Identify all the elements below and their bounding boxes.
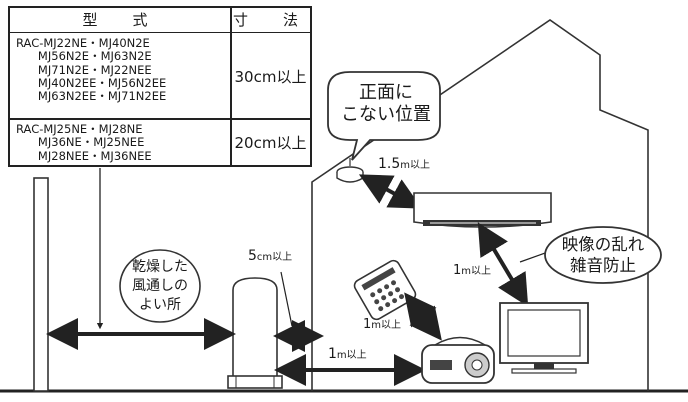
distance-label-radio: 1m以上 <box>328 346 367 362</box>
table-header <box>10 8 310 33</box>
distance-arrow-remote <box>404 292 442 341</box>
distance-value: 1 <box>453 263 462 278</box>
distance-value: 1 <box>363 317 372 332</box>
distance-label-remote: 1m以上 <box>363 316 401 332</box>
tv-icon <box>499 302 589 374</box>
indoor-unit-icon <box>413 192 552 228</box>
distance-suffix: 以上 <box>410 160 431 171</box>
distance-arrow-tv <box>477 222 529 307</box>
callout-bubble-interference <box>544 226 662 284</box>
radio-icon <box>421 336 495 384</box>
table-row-divider <box>10 118 310 120</box>
table-row-models: RAC-MJ22NE・MJ40N2E MJ56N2E・MJ63N2E MJ71N… <box>16 36 167 104</box>
table-row-models: RAC-MJ25NE・MJ28NE MJ36NE・MJ25NEE MJ28NEE… <box>16 122 152 163</box>
distance-arrow-detector <box>358 174 423 209</box>
outdoor-unit-icon <box>227 277 283 389</box>
distance-suffix: 以上 <box>346 350 367 361</box>
callout-not-facing: 正面に こない位置 <box>336 82 436 126</box>
house-outline <box>311 19 649 391</box>
remote-control-icon <box>353 259 417 321</box>
callout-dry-place: 乾燥した 風通しの よい所 <box>122 258 198 315</box>
distance-label-tv: 1m以上 <box>453 262 491 278</box>
callout-line: 雑音防止 <box>570 256 636 275</box>
callout-line: こない位置 <box>341 104 431 125</box>
distance-label-detector: 1.5m以上 <box>378 156 430 172</box>
table-row-size: 30cm以上 <box>234 68 307 86</box>
distance-value: 1 <box>328 346 337 362</box>
table-row-size: 20cm以上 <box>234 134 307 152</box>
distance-unit: m <box>461 266 472 277</box>
left-wall <box>33 177 49 392</box>
distance-unit: m <box>400 160 411 171</box>
callout-bubble-not-facing <box>327 71 441 161</box>
callout-line: 乾燥した <box>132 259 188 275</box>
distance-value: 1.5 <box>378 156 401 172</box>
callout-bubble-dry-place <box>119 249 201 323</box>
distance-value: 5 <box>248 248 257 264</box>
table-col-size: 寸 法 <box>232 11 308 29</box>
callout-line: よい所 <box>139 297 181 313</box>
distance-suffix: 以上 <box>272 252 293 263</box>
distance-unit: m <box>336 350 347 361</box>
distance-unit: cm <box>256 252 273 263</box>
callout-line: 映像の乱れ <box>561 235 645 254</box>
table-divider <box>230 8 232 165</box>
distance-label-side: 5cm以上 <box>248 248 292 264</box>
callout-line: 風通しの <box>132 278 188 294</box>
callout-line: 正面に <box>359 82 413 103</box>
distance-unit: m <box>371 320 382 331</box>
callout-interference: 映像の乱れ 雑音防止 <box>550 234 656 276</box>
distance-suffix: 以上 <box>381 320 402 331</box>
spec-table: 型 式 寸 法 RAC-MJ22NE・MJ40N2E MJ56N2E・MJ63N… <box>8 6 312 167</box>
distance-suffix: 以上 <box>471 266 492 277</box>
table-col-type: 型 式 <box>82 11 158 29</box>
